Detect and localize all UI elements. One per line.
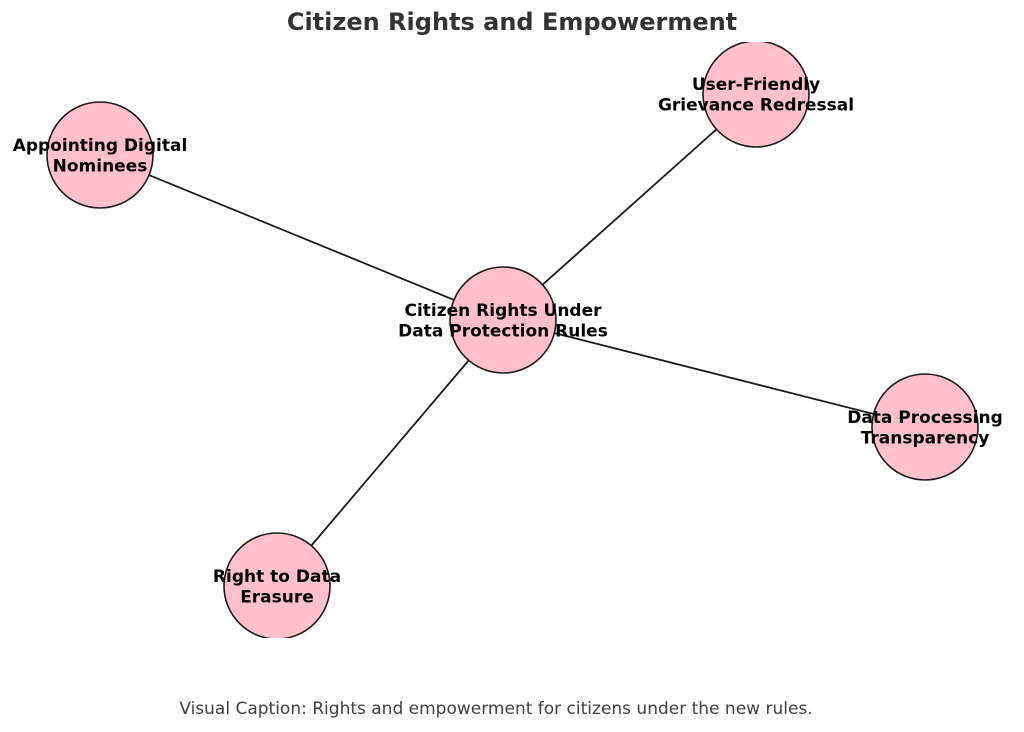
edges-layer — [99, 93, 926, 587]
node-center — [449, 266, 557, 374]
node-grievance — [702, 42, 810, 148]
node-erasure — [223, 532, 331, 638]
node-label-line: Data Processing — [847, 408, 1003, 428]
edge-center-grievance — [502, 93, 757, 321]
edge-center-erasure — [276, 319, 504, 587]
node-label-line: Citizen Rights Under — [404, 301, 602, 321]
edge-center-nominees — [99, 154, 504, 321]
node-label-line: Grievance Redressal — [658, 95, 854, 115]
node-label-line: Data Protection Rules — [398, 321, 608, 341]
node-label-line: Erasure — [240, 587, 314, 607]
node-transparency — [871, 373, 979, 481]
node-label-line: User-Friendly — [692, 75, 820, 95]
node-label-line: Right to Data — [213, 567, 341, 587]
diagram-title: Citizen Rights and Empowerment — [286, 8, 738, 36]
node-label-line: Transparency — [861, 428, 990, 448]
node-label-line: Appointing Digital — [13, 136, 188, 156]
node-label-line: Nominees — [53, 156, 148, 176]
visual-caption: Visual Caption: Rights and empowerment f… — [179, 699, 813, 719]
node-nominees — [46, 101, 154, 209]
nodes-layer — [46, 42, 979, 638]
edge-center-transparency — [502, 319, 926, 428]
